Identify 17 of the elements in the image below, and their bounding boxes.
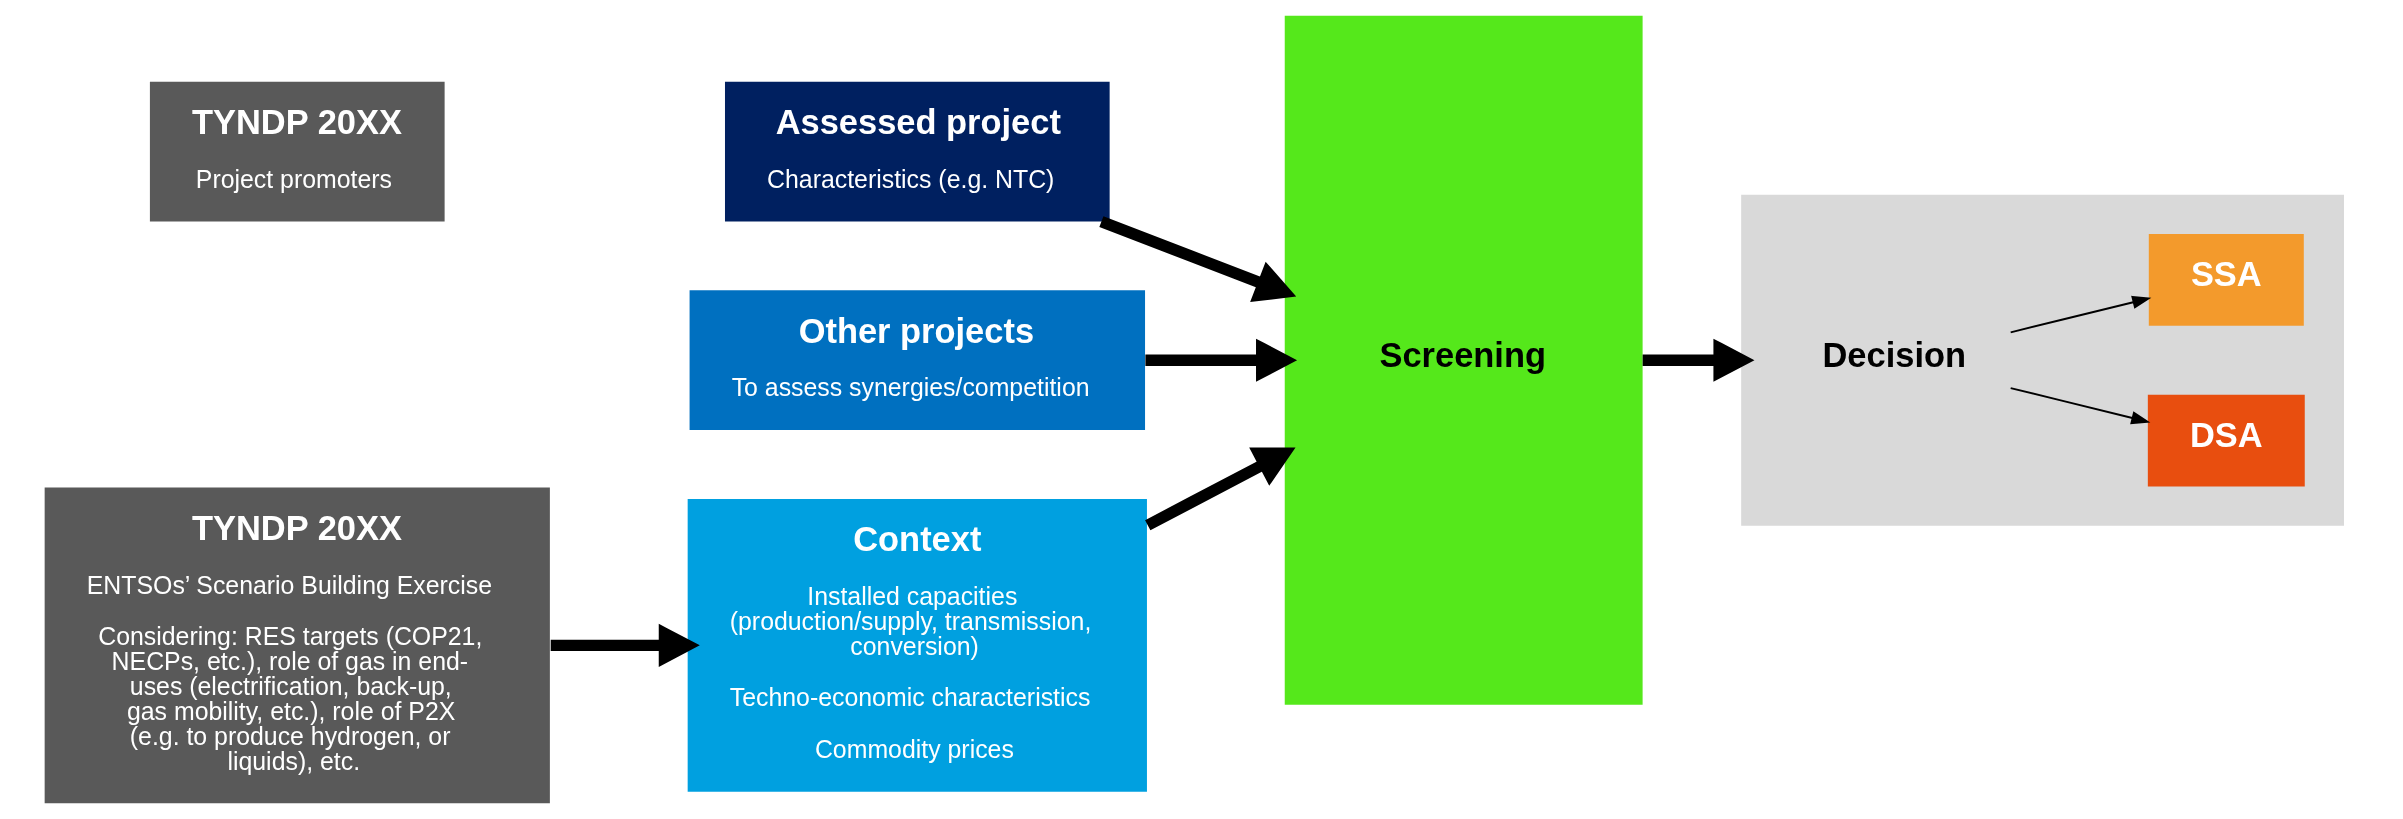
arrow	[2009, 387, 2151, 425]
cluster	[1741, 194, 2344, 526]
node-box: Context Installed capacities (production/supply, transmission, conversion) Techno-economic characteristics Commodity prices	[687, 498, 1147, 792]
arrow	[1642, 338, 1755, 382]
node-box: TYNDP 20XX Project promoters	[149, 81, 445, 222]
arrow	[550, 623, 700, 667]
node-box: DSA	[2147, 394, 2305, 487]
arrow	[1145, 447, 1296, 531]
node-text: Decision	[1822, 335, 1967, 374]
arrow	[2009, 295, 2152, 334]
node-box: Screening	[1284, 15, 1643, 705]
node-box: Other projects To assess synergies/competition	[689, 290, 1146, 431]
arrow	[1099, 216, 1297, 302]
node-box: Assessed project Characteristics (e.g. NTC)	[725, 81, 1110, 222]
node-box: TYNDP 20XX ENTSOs’ Scenario Building Exercise Considering: RES targets (COP21, NECPs, etc.), role of gas in end-uses (electrification, back-up, gas mobility, etc.), role of P2X (e.g. to produce hydrogen, or liquids), etc.	[44, 487, 550, 804]
node-box: SSA	[2148, 233, 2304, 326]
arrow	[1145, 338, 1298, 382]
